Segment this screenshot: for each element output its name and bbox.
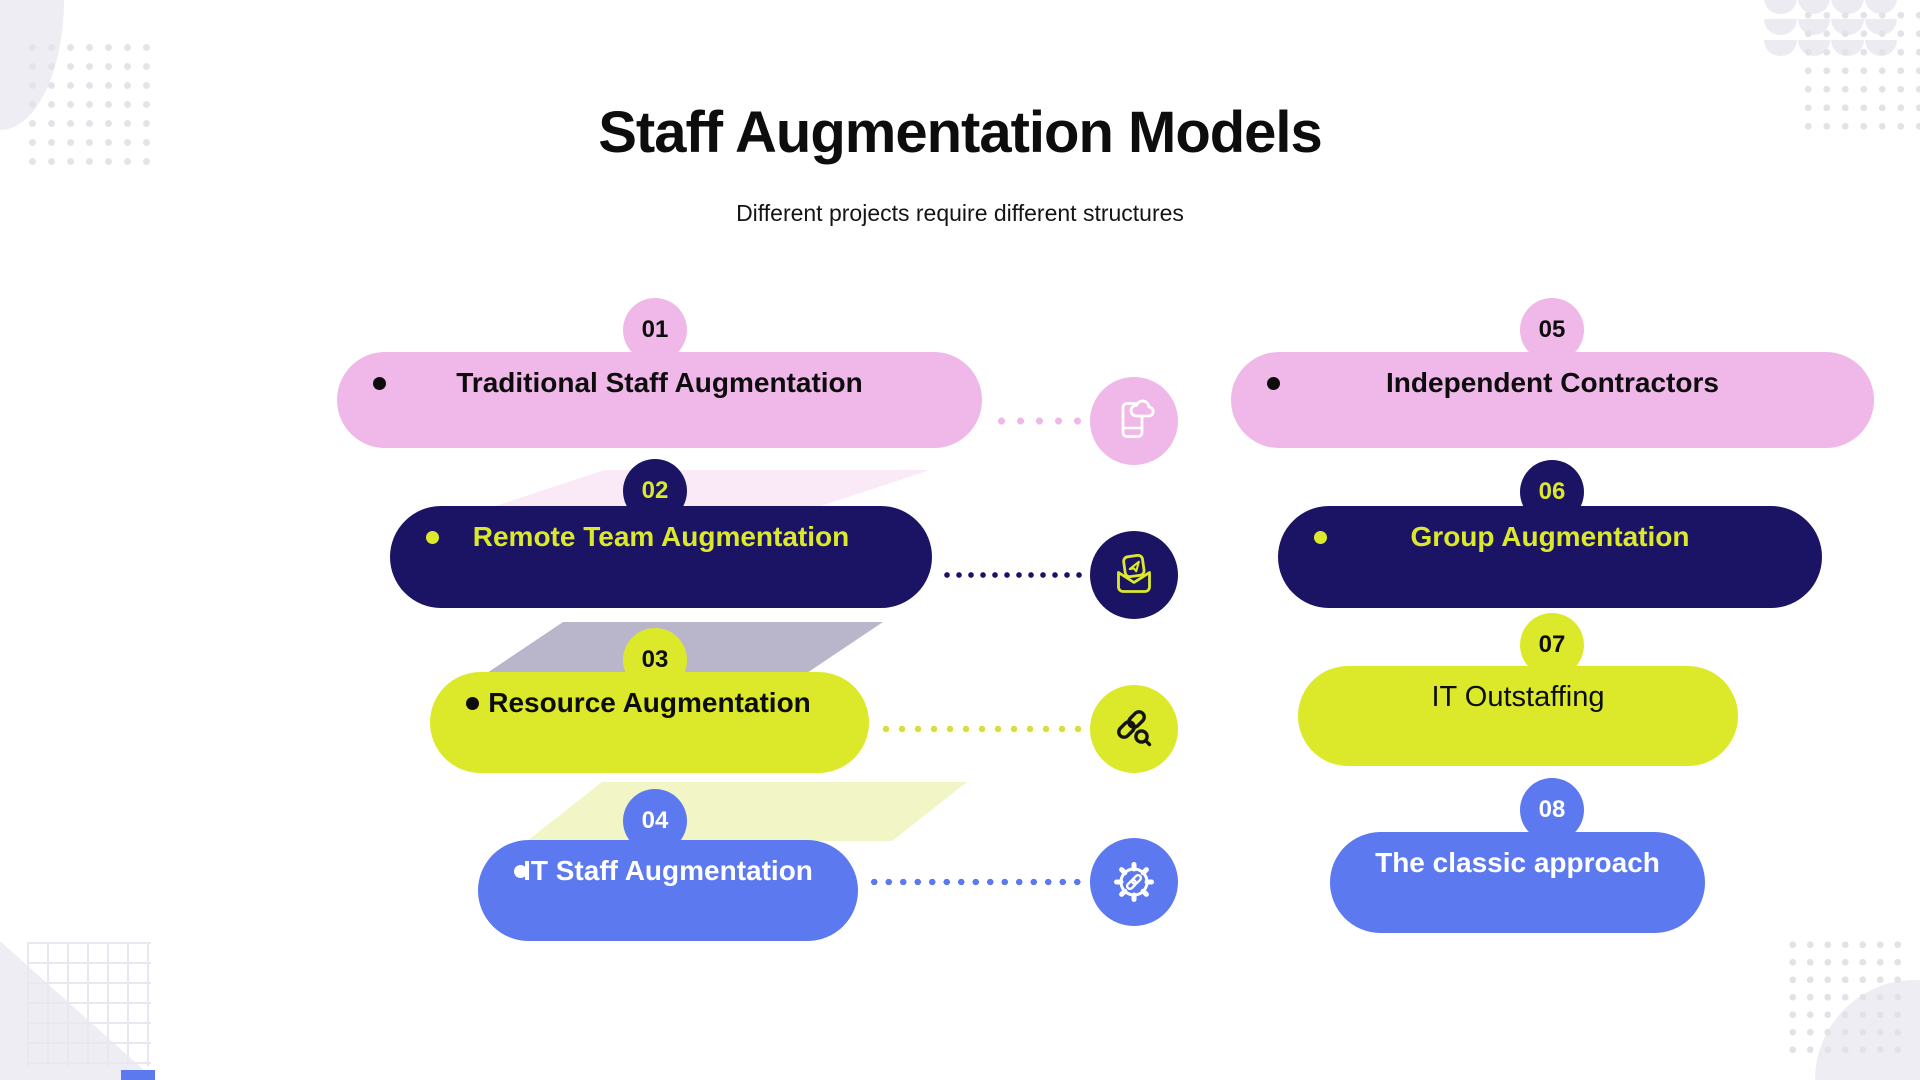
bullet-dot [466, 697, 479, 710]
bottom-right-dot-grid [1784, 936, 1910, 1062]
badge-01-number: 01 [641, 316, 669, 343]
pill-independent-contractors: Independent Contractors [1231, 352, 1874, 448]
pill-it-outstaffing: IT Outstaffing [1298, 666, 1738, 766]
dotted-connector-4 [867, 878, 1088, 886]
bullet-dot [514, 865, 527, 878]
badge-03-number: 03 [641, 646, 669, 673]
pill-label: Group Augmentation [1410, 521, 1690, 552]
bullet-dot [373, 377, 386, 390]
pill-label: The classic approach [1375, 847, 1660, 878]
scallop-shape [1764, 19, 1797, 35]
badge-05: 05 [1520, 298, 1584, 362]
pill-label: IT Outstaffing [1431, 681, 1605, 713]
scallop-shape [1764, 40, 1797, 56]
bullet-dot [426, 531, 439, 544]
pill-it-staff-augmentation: IT Staff Augmentation [478, 840, 858, 941]
smartphone-cloud-icon [1090, 377, 1178, 465]
pill-group-augmentation: Group Augmentation [1278, 506, 1822, 608]
bullet-dot [1267, 377, 1280, 390]
pill-traditional-staff-augmentation: Traditional Staff Augmentation [337, 352, 982, 448]
badge-06-number: 06 [1538, 478, 1566, 505]
badge-05-number: 05 [1538, 316, 1566, 343]
top-right-dot-grid [1799, 6, 1920, 136]
dotted-connector-1 [992, 417, 1088, 425]
pill-resource-augmentation: Resource Augmentation [430, 672, 869, 773]
page-title: Staff Augmentation Models [598, 100, 1323, 165]
pill-label: Traditional Staff Augmentation [456, 367, 863, 398]
scallop-shape [1764, 0, 1797, 14]
pill-label: Remote Team Augmentation [472, 521, 850, 552]
pill-label: Resource Augmentation [488, 687, 811, 718]
blue-accent-bar [121, 1070, 155, 1080]
dotted-connector-2 [941, 571, 1088, 579]
badge-04-number: 04 [641, 807, 669, 834]
pill-remote-team-augmentation: Remote Team Augmentation [390, 506, 932, 608]
pill-the-classic-approach: The classic approach [1330, 832, 1705, 933]
gear-link-glyph [1114, 862, 1154, 902]
link-search-icon [1090, 685, 1178, 773]
mail-send-icon [1090, 531, 1178, 619]
badge-07-number: 07 [1538, 631, 1566, 658]
badge-01: 01 [623, 298, 687, 362]
badge-08-number: 08 [1538, 796, 1566, 823]
gear-link-icon [1090, 838, 1178, 926]
yellow-band-shape [527, 782, 967, 841]
smartphone-cloud-glyph [1121, 399, 1155, 438]
pill-label: Independent Contractors [1386, 367, 1719, 398]
badge-02-number: 02 [641, 477, 669, 504]
mail-send-glyph [1117, 553, 1151, 593]
bottom-left-line-grid [27, 942, 151, 1066]
bullet-dot [1314, 531, 1327, 544]
pill-label: IT Staff Augmentation [523, 855, 813, 886]
top-left-dot-grid [23, 38, 157, 172]
badge-08: 08 [1520, 778, 1584, 842]
link-search-glyph [1117, 710, 1152, 747]
page-subtitle: Different projects require different str… [736, 200, 1184, 226]
dotted-connector-3 [878, 725, 1088, 733]
